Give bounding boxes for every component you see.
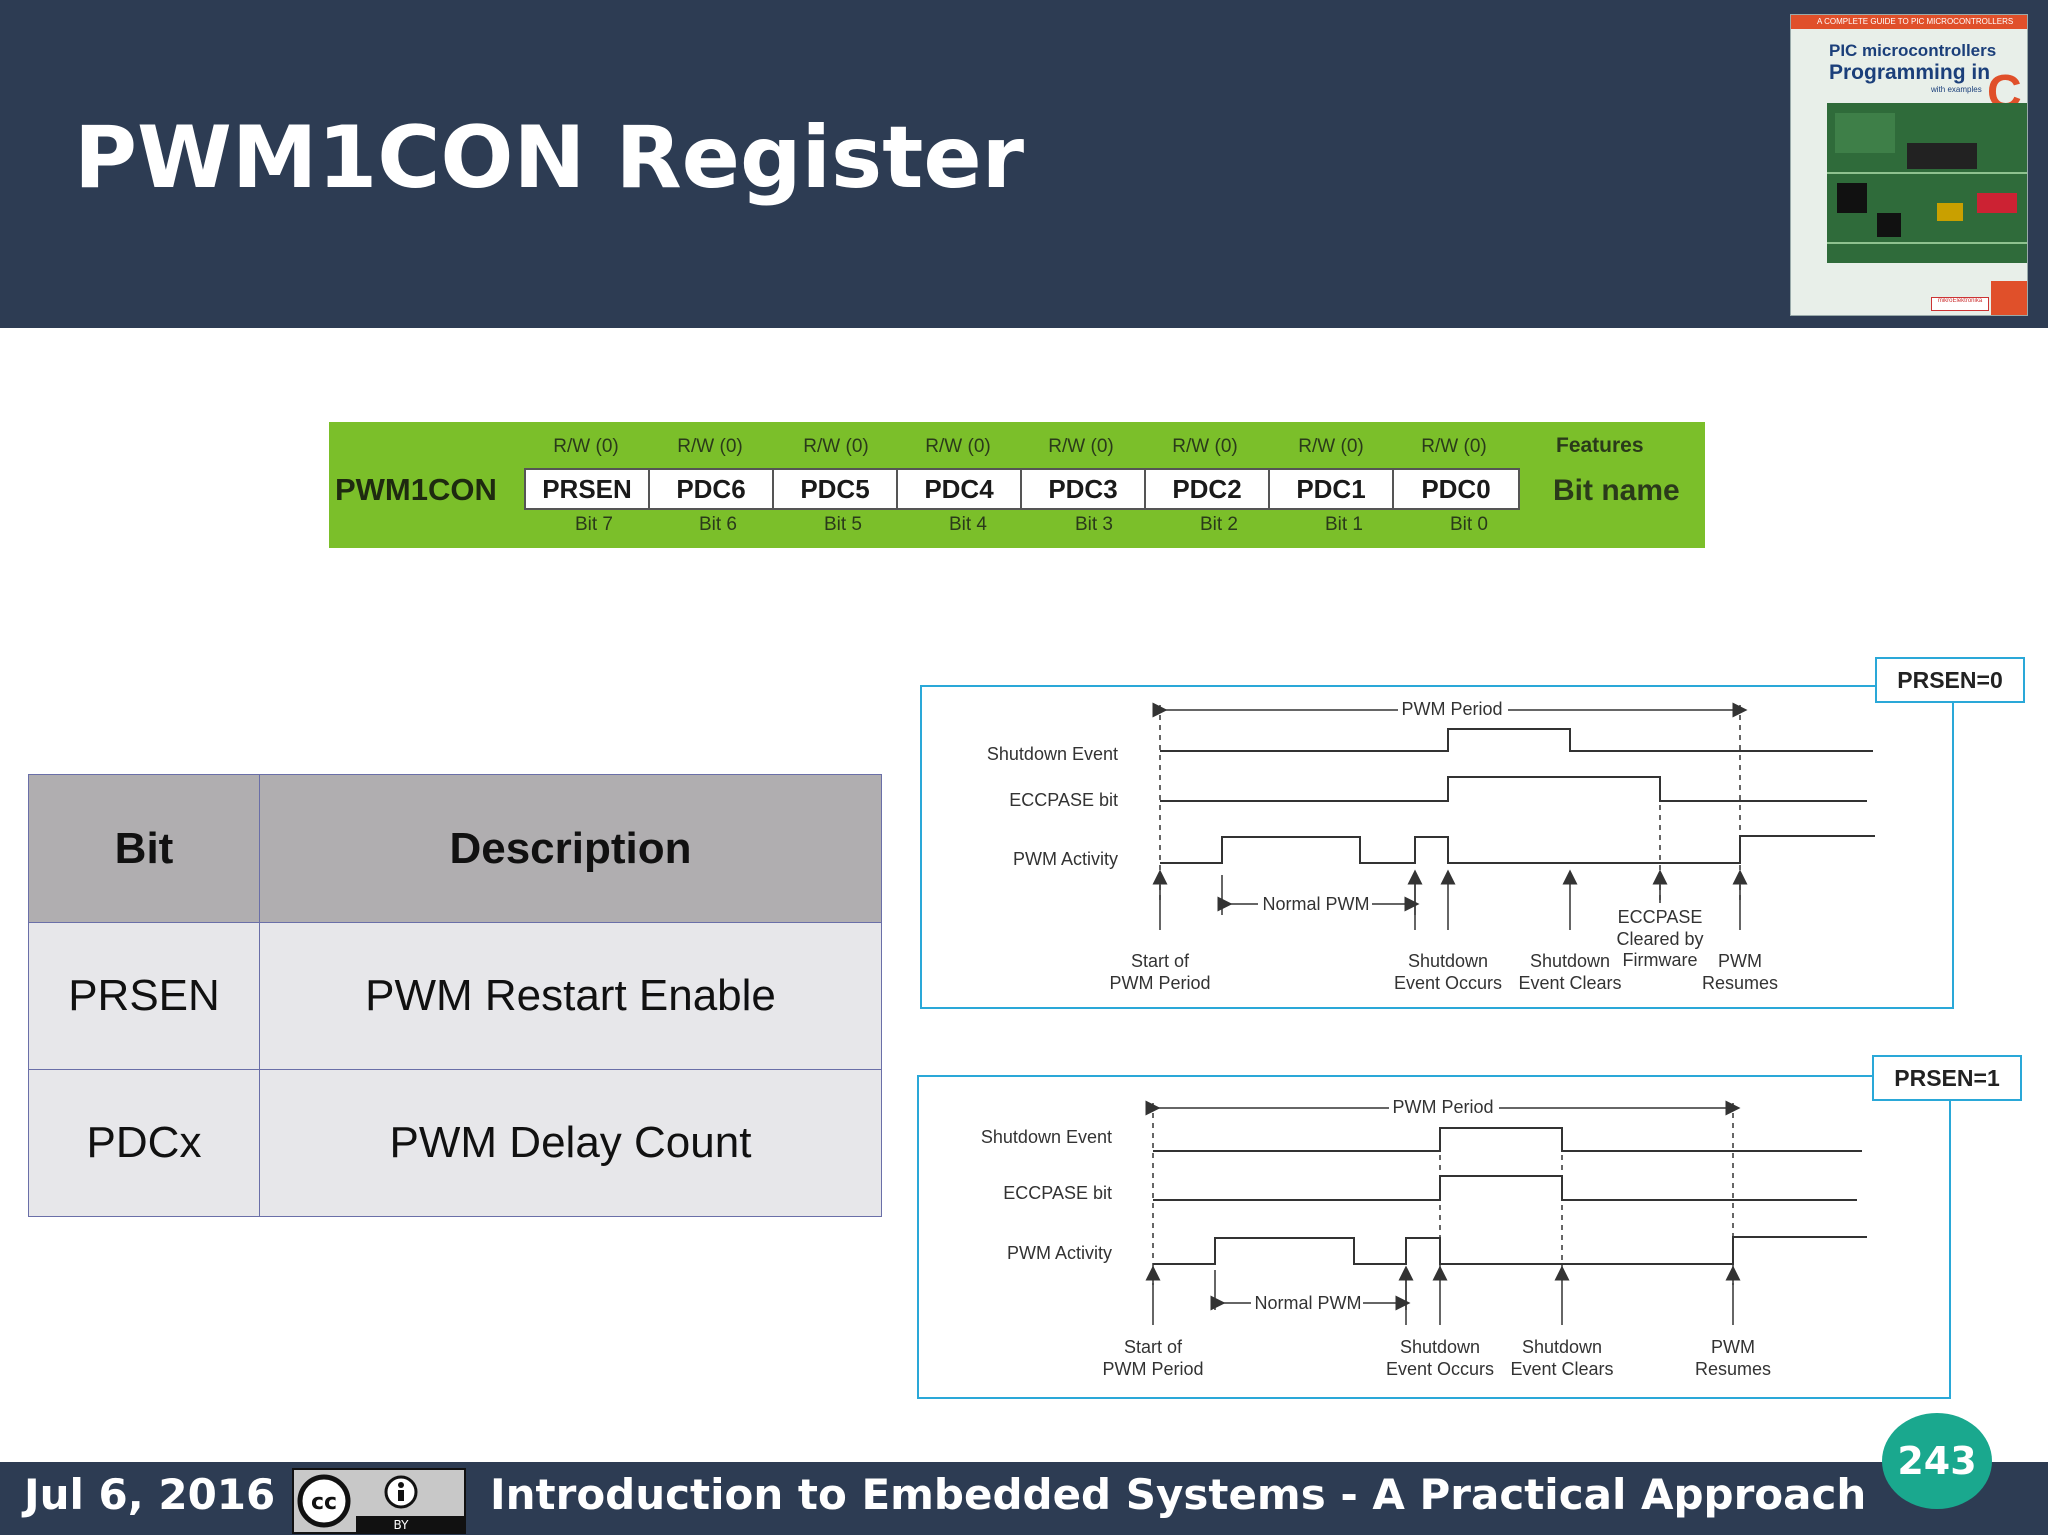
event-label: Event Clears — [1518, 973, 1621, 993]
event-label: Resumes — [1695, 1359, 1771, 1379]
event-label: PWM Period — [1102, 1359, 1203, 1379]
event-label: Shutdown — [1400, 1337, 1480, 1357]
bit-cell: PDC6 — [650, 470, 774, 508]
signal-label: Shutdown Event — [981, 1127, 1112, 1147]
event-label: PWM — [1718, 951, 1762, 971]
bit-number: Bit 4 — [948, 514, 988, 535]
bit-name-label: Bit name — [1553, 474, 1680, 507]
cc-license-badge: cc BY — [292, 1468, 466, 1534]
cover-line3: with examples — [1931, 85, 1982, 94]
cover-banner: A COMPLETE GUIDE TO PIC MICROCONTROLLERS — [1791, 15, 2027, 29]
access-label: R/W (0) — [553, 436, 619, 457]
event-label: Cleared by — [1616, 929, 1703, 949]
signal-label: PWM Activity — [1013, 849, 1118, 869]
cover-line1: PIC microcontrollers — [1829, 41, 1997, 60]
bit-cells: PRSEN PDC6 PDC5 PDC4 PDC3 PDC2 PDC1 PDC0 — [524, 468, 1520, 510]
normal-pwm-label: Normal PWM — [1255, 1293, 1362, 1313]
bit-number: Bit 5 — [823, 514, 863, 535]
license-label: BY — [394, 1518, 410, 1532]
bit-cell: PDC0 — [1421, 473, 1491, 504]
event-label: Shutdown — [1530, 951, 1610, 971]
signal-label: ECCPASE bit — [1009, 790, 1118, 810]
table-header-row: Bit Description — [28, 774, 882, 923]
table-cell-bit: PRSEN — [28, 922, 260, 1070]
prsen1-tag: PRSEN=1 — [1872, 1055, 2022, 1101]
cover-badge — [1991, 281, 2027, 315]
access-label: R/W (0) — [1421, 436, 1487, 457]
event-label: Resumes — [1702, 973, 1778, 993]
access-label: R/W (0) — [1298, 436, 1364, 457]
signal-label: PWM Activity — [1007, 1243, 1112, 1263]
footer-date: Jul 6, 2016 — [24, 1470, 276, 1519]
timing-diagram-prsen0: Shutdown Event ECCPASE bit PWM Activity … — [920, 685, 1954, 1009]
book-cover-image: A COMPLETE GUIDE TO PIC MICROCONTROLLERS… — [1790, 14, 2028, 316]
slide-title: PWM1CON Register — [74, 108, 1025, 208]
normal-pwm-label: Normal PWM — [1263, 894, 1370, 914]
period-label: PWM Period — [1401, 699, 1502, 719]
bit-cell: PDC5 — [774, 470, 898, 508]
access-label: R/W (0) — [925, 436, 991, 457]
table-cell-description: PWM Restart Enable — [259, 922, 882, 1070]
circuit-board-icon — [1827, 103, 2027, 263]
bit-number: Bit 3 — [1074, 514, 1114, 535]
table-row: PRSEN PWM Restart Enable — [28, 922, 882, 1070]
signal-label: Shutdown Event — [987, 744, 1118, 764]
bit-cell: PDC3 — [1022, 470, 1146, 508]
column-header-description: Description — [259, 774, 882, 923]
svg-text:cc: cc — [311, 1490, 337, 1515]
prsen0-tag: PRSEN=0 — [1875, 657, 2025, 703]
event-label: Event Occurs — [1394, 973, 1502, 993]
access-label: R/W (0) — [803, 436, 869, 457]
access-label: R/W (0) — [1172, 436, 1238, 457]
event-label: Start of — [1124, 1337, 1183, 1357]
bit-cell: PDC2 — [1146, 470, 1270, 508]
signal-label: ECCPASE bit — [1003, 1183, 1112, 1203]
bit-cell: PDC4 — [898, 470, 1022, 508]
event-label: Shutdown — [1408, 951, 1488, 971]
timing-diagram-prsen1: Shutdown Event ECCPASE bit PWM Activity … — [917, 1075, 1951, 1399]
bit-number: Bit 2 — [1199, 514, 1239, 535]
cover-banner-text: A COMPLETE GUIDE TO PIC MICROCONTROLLERS — [1817, 17, 2014, 26]
table-cell-description: PWM Delay Count — [259, 1069, 882, 1217]
cover-line2: Programming in — [1829, 61, 1991, 84]
event-label: Firmware — [1623, 950, 1698, 970]
period-label: PWM Period — [1392, 1097, 1493, 1117]
event-label: ECCPASE — [1618, 907, 1703, 927]
bit-description-table: Bit Description PRSEN PWM Restart Enable… — [28, 774, 882, 1217]
event-label: PWM — [1711, 1337, 1755, 1357]
diagram-frame — [920, 685, 1954, 1009]
cover-publisher: mikroElektronika — [1931, 297, 1989, 311]
register-name: PWM1CON — [335, 472, 497, 507]
bit-number: Bit 7 — [574, 514, 614, 535]
column-header-bit: Bit — [28, 774, 260, 923]
cc-by-icon: cc BY — [294, 1470, 464, 1532]
bit-number: Bit 6 — [698, 514, 738, 535]
event-label: Event Clears — [1510, 1359, 1613, 1379]
table-row: PDCx PWM Delay Count — [28, 1069, 882, 1217]
event-label: Event Occurs — [1386, 1359, 1494, 1379]
access-label: R/W (0) — [677, 436, 743, 457]
event-label: PWM Period — [1109, 973, 1210, 993]
table-cell-bit: PDCx — [28, 1069, 260, 1217]
register-diagram: PWM1CON R/W (0) R/W (0) R/W (0) R/W (0) … — [329, 422, 1705, 548]
footer-course-title: Introduction to Embedded Systems - A Pra… — [490, 1470, 1867, 1519]
features-label: Features — [1556, 434, 1644, 457]
access-label: R/W (0) — [1048, 436, 1114, 457]
bit-number: Bit 0 — [1449, 514, 1489, 535]
event-label: Start of — [1131, 951, 1190, 971]
event-label: Shutdown — [1522, 1337, 1602, 1357]
bit-cell: PRSEN — [526, 470, 650, 508]
page-number-badge: 243 — [1882, 1413, 1992, 1509]
header-bar — [0, 0, 2048, 328]
bit-cell: PDC1 — [1270, 470, 1394, 508]
bit-number: Bit 1 — [1324, 514, 1364, 535]
